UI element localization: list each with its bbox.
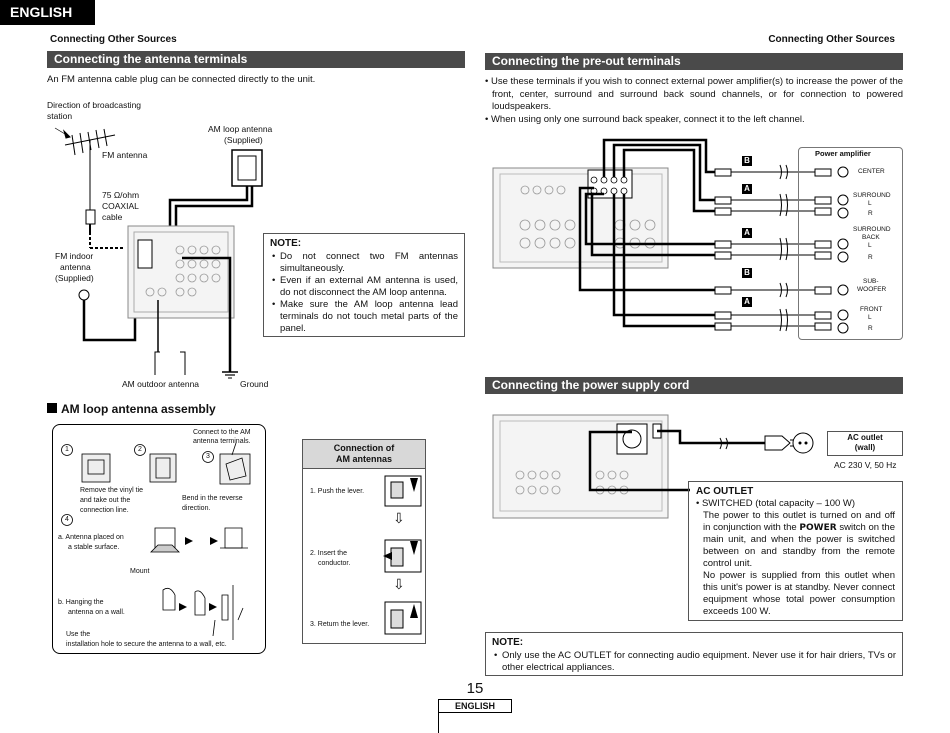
label-direction-2: station (47, 111, 73, 121)
ch-l: L (868, 200, 872, 207)
connector-type-a: A (742, 184, 752, 194)
ac-outlet-paragraph-1: The power to this outlet is turned on an… (703, 510, 895, 569)
down-arrow-icon: ⇩ (393, 576, 405, 592)
connector-type-a: A (742, 297, 752, 307)
running-title-left: Connecting Other Sources (50, 34, 177, 45)
connector-type-a: A (742, 228, 752, 238)
power-amplifier-label: Power amplifier (815, 149, 871, 158)
assembly-bend-2: direction. (182, 505, 211, 512)
antenna-note-item: Do not connect two FM antennas simultane… (272, 251, 458, 275)
assembly-a-2: a stable surface. (68, 544, 120, 551)
step-number-2: 2 (138, 446, 142, 453)
connection-title-2: AM antennas (335, 454, 392, 464)
assembly-a-1: a. Antenna placed on (58, 534, 124, 541)
assembly-bend-1: Bend in the reverse (182, 495, 243, 502)
connection-box: Connection of AM antennas (302, 439, 426, 644)
ac-outlet-bullet: • SWITCHED (total capacity – 100 W) (696, 498, 856, 509)
label-fm-indoor-2: antenna (60, 262, 91, 272)
antenna-note-title: NOTE: (270, 238, 302, 249)
ac-outlet-box: AC OUTLET • SWITCHED (total capacity – 1… (688, 481, 903, 621)
antenna-intro: An FM antenna cable plug can be connecte… (47, 74, 316, 85)
label-am-loop-supplied: (Supplied) (224, 135, 263, 145)
power-note: NOTE: Only use the AC OUTLET for connect… (485, 632, 903, 676)
footer-language-tab: ENGLISH (438, 699, 512, 713)
assembly-remove-1: Remove the vinyl tie (80, 487, 144, 494)
assembly-connect-to-2: antenna terminals. (193, 438, 251, 445)
connector-type-b: B (742, 156, 752, 166)
connection-step-2b: conductor. (318, 560, 351, 567)
ch-r: R (868, 325, 873, 332)
footer-divider-line (438, 699, 439, 733)
antenna-note-item: Even if an external AM antenna is used, … (272, 275, 458, 299)
ch-l: L (868, 242, 872, 249)
assembly-remove-2: and take out the (80, 497, 131, 504)
assembly-connect-to: Connect to the AM (193, 429, 251, 436)
assembly-panel (52, 424, 266, 654)
ch-center: CENTER (858, 168, 885, 175)
preout-bullets: • Use these terminals if you wish to con… (485, 76, 903, 126)
connection-box-header: Connection of AM antennas (303, 440, 425, 469)
ac-outlet-title: AC OUTLET (696, 486, 754, 497)
label-fm-antenna: FM antenna (102, 150, 148, 160)
label-fm-indoor-3: (Supplied) (55, 273, 94, 283)
ac-outlet-label-1: AC outlet (847, 433, 883, 442)
power-section-title: Connecting the power supply cord (485, 377, 903, 394)
page-number: 15 (466, 680, 484, 697)
assembly-b-1: b. Hanging the (58, 599, 104, 606)
preout-bullet: • When using only one surround back spea… (485, 113, 805, 125)
connection-step-3: 3. Return the lever. (310, 621, 370, 628)
step-number-3: 3 (206, 453, 210, 460)
down-arrow-icon: ⇩ (393, 510, 405, 526)
preout-bullet: • Use these terminals if you wish to con… (485, 76, 904, 112)
assembly-b-2: antenna on a wall. (68, 609, 125, 616)
ch-sub-1: SUB- (863, 278, 879, 285)
connection-step-1: 1. Push the lever. (310, 488, 365, 495)
running-title-right: Connecting Other Sources (768, 34, 895, 45)
section-square-marker (47, 403, 57, 413)
ch-surround-back-1: SURROUND (853, 226, 891, 233)
ch-r: R (868, 210, 873, 217)
preout-section-title: Connecting the pre-out terminals (485, 53, 903, 70)
assembly-remove-3: connection line. (80, 507, 129, 514)
ch-front: FRONT (860, 306, 883, 313)
label-coax-3: cable (102, 212, 123, 222)
power-note-item: Only use the AC OUTLET for connecting au… (494, 650, 896, 674)
step-number-4: 4 (65, 516, 69, 523)
ac-outlet-wall-label: AC outlet (wall) (827, 431, 903, 456)
label-am-loop: AM loop antenna (208, 124, 273, 134)
ch-surround: SURROUND (853, 192, 891, 199)
power-note-title: NOTE: (492, 637, 524, 648)
assembly-title: AM loop antenna assembly (61, 402, 216, 416)
label-ground: Ground (240, 379, 269, 389)
connection-title-1: Connection of (333, 443, 395, 453)
label-fm-indoor-1: FM indoor (55, 251, 94, 261)
antenna-section-title: Connecting the antenna terminals (47, 51, 465, 68)
assembly-mount: Mount (130, 568, 150, 575)
assembly-use-2: installation hole to secure the antenna … (66, 641, 227, 648)
ac-outlet-label-2: (wall) (854, 443, 876, 452)
power-amplifier-box (798, 147, 903, 340)
ch-surround-back-2: BACK (862, 234, 880, 241)
ch-l: L (868, 314, 872, 321)
antenna-note: NOTE: Do not connect two FM antennas sim… (263, 233, 465, 337)
step-number-1: 1 (65, 446, 69, 453)
connector-type-b: B (742, 268, 752, 278)
ch-r: R (868, 254, 873, 261)
language-tab: ENGLISH (0, 0, 95, 25)
label-direction: Direction of broadcasting (47, 100, 142, 110)
ac-outlet-paragraph-2: No power is supplied from this outlet wh… (703, 570, 895, 617)
label-coax-1: 75 Ω/ohm (102, 190, 140, 200)
assembly-use-1: Use the (66, 631, 91, 638)
antenna-note-item: Make sure the AM loop antenna lead termi… (272, 299, 458, 335)
ac-voltage: AC 230 V, 50 Hz (834, 460, 897, 470)
label-coax-2: COAXIAL (102, 201, 139, 211)
connection-step-2: 2. Insert the (310, 550, 347, 557)
ch-sub-2: WOOFER (857, 286, 887, 293)
label-am-outdoor: AM outdoor antenna (122, 379, 200, 389)
